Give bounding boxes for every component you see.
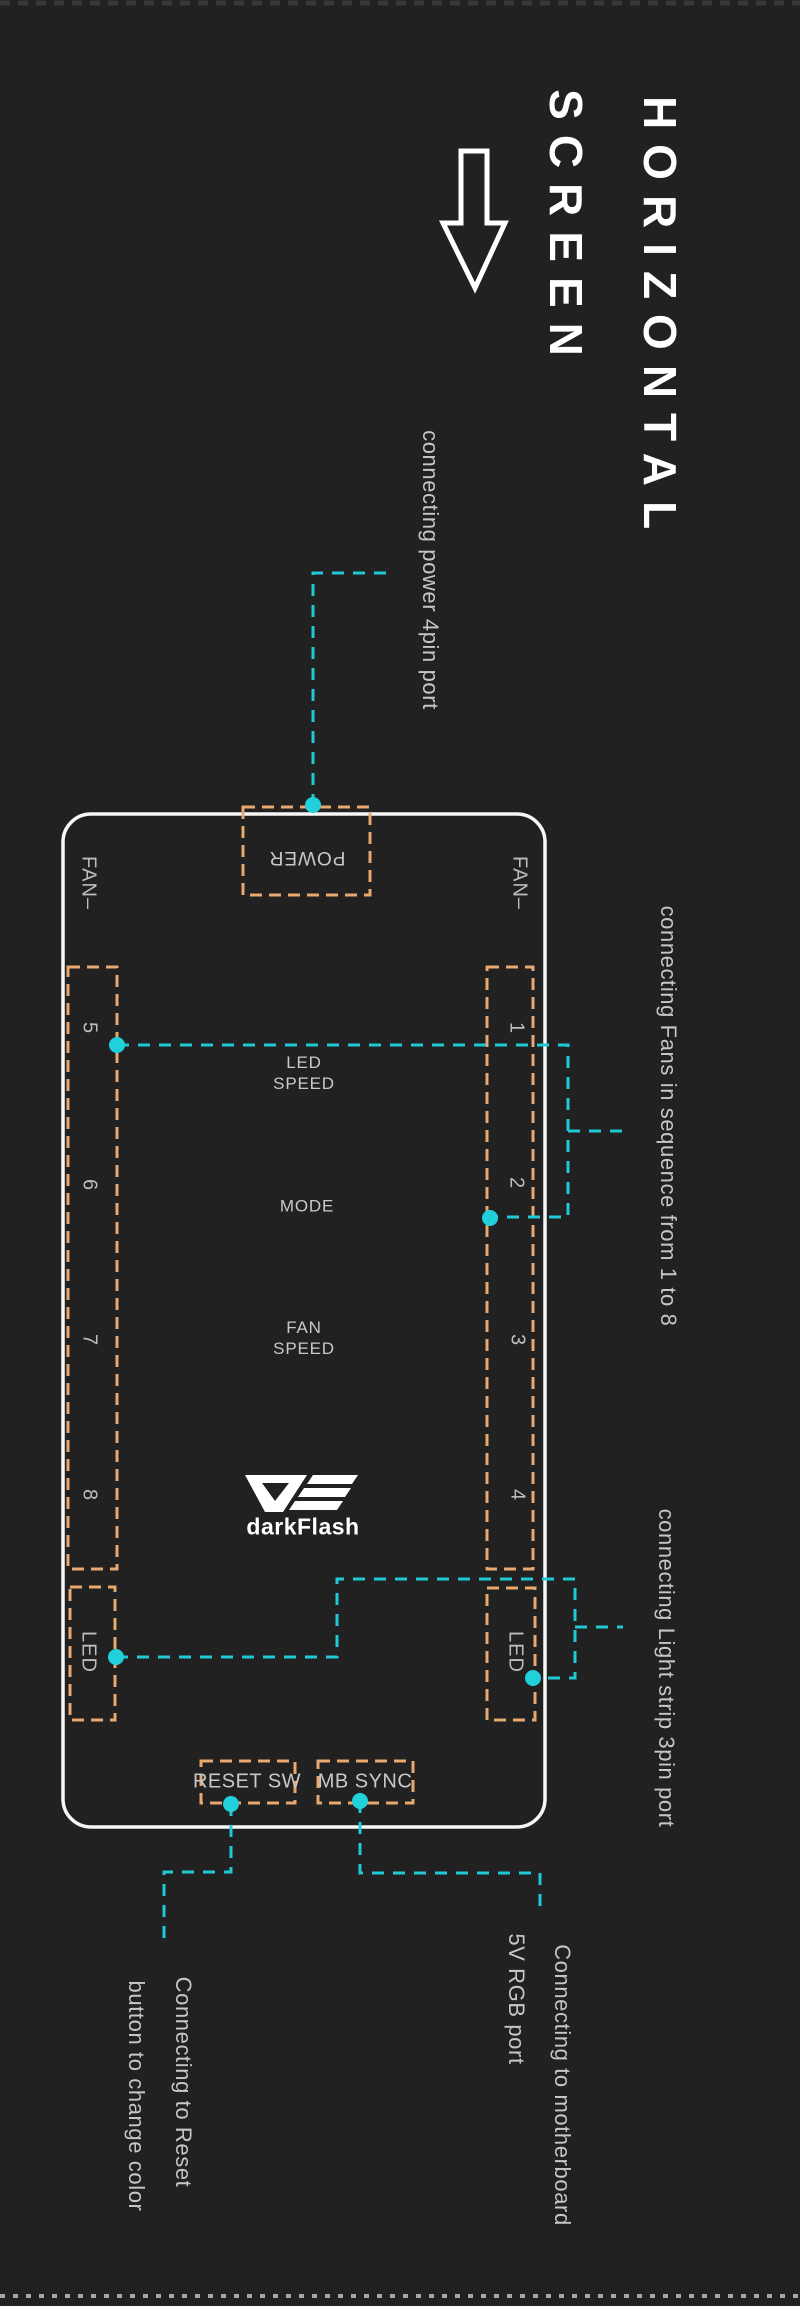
fan-label-right: FAN–: [508, 855, 531, 911]
port-number-8: 8: [78, 1488, 101, 1502]
port5-dot: [109, 1037, 125, 1053]
mode-label: MODE: [279, 1196, 335, 1216]
fan-label-left: FAN–: [77, 855, 100, 911]
fans-connector-line: [117, 1043, 570, 1219]
annotation-fans: connecting Fans in sequence from 1 to 8: [656, 905, 681, 1327]
led-port-left-box: [68, 1585, 117, 1722]
rotate-arrow-icon: [438, 148, 509, 294]
controller-outline: [61, 812, 547, 1829]
annotation-light-strip: connecting Light strip 3pin port: [654, 1508, 679, 1828]
led-port-right-box: [485, 1586, 537, 1722]
annotation-mb-line2: 5V RGB port: [504, 1933, 529, 2065]
page-title-line2: SCREEN: [540, 89, 592, 371]
port-number-5: 5: [78, 1021, 101, 1035]
page-title-line1: HORIZONTAL: [634, 95, 686, 545]
mb-sync-connector-line: [358, 1801, 542, 1908]
led-left-dot: [108, 1649, 124, 1665]
reset-sw-label: RESET SW: [192, 1770, 302, 1793]
reset-connector-line: [162, 1804, 233, 1943]
power-dot: [305, 797, 321, 813]
fan-speed-line2: SPEED: [273, 1339, 335, 1358]
port-number-2: 2: [505, 1176, 528, 1190]
darkflash-logo-icon: [245, 1475, 358, 1512]
power-port-label: POWER: [268, 847, 346, 868]
fan-ports-left-box: [66, 965, 119, 1571]
annotation-mb-line1: Connecting to motherboard: [550, 1944, 575, 2226]
led-label-left: LED: [77, 1631, 100, 1673]
annotation-reset-line1: Connecting to Reset: [171, 1976, 196, 2188]
port2-dot: [482, 1210, 498, 1226]
fan-ports-right-box: [485, 965, 535, 1571]
led-speed-line1: LED: [286, 1053, 322, 1072]
reset-sw-box: [199, 1759, 297, 1805]
fan-speed-label: FAN SPEED: [273, 1317, 335, 1359]
port-number-6: 6: [78, 1178, 101, 1192]
reset-dot: [223, 1796, 239, 1812]
led-right-dot: [525, 1670, 541, 1686]
port-number-3: 3: [506, 1333, 529, 1347]
annotation-power: connecting power 4pin port: [418, 430, 443, 710]
mb-sync-dot: [352, 1793, 368, 1809]
port-number-1: 1: [505, 1021, 528, 1035]
led-label-right: LED: [504, 1631, 527, 1673]
brand-wordmark: darkFlash: [246, 1513, 360, 1540]
led-speed-line2: SPEED: [273, 1074, 335, 1093]
annotation-reset-line2: button to change color: [124, 1980, 149, 2212]
power-connector-line: [311, 571, 391, 806]
mb-sync-label: MB SYNC: [317, 1770, 413, 1793]
port-number-4: 4: [506, 1488, 529, 1502]
mb-sync-box: [316, 1759, 415, 1805]
fan-speed-line1: FAN: [286, 1318, 322, 1337]
led-speed-label: LED SPEED: [273, 1052, 335, 1094]
port-number-7: 7: [78, 1333, 101, 1347]
